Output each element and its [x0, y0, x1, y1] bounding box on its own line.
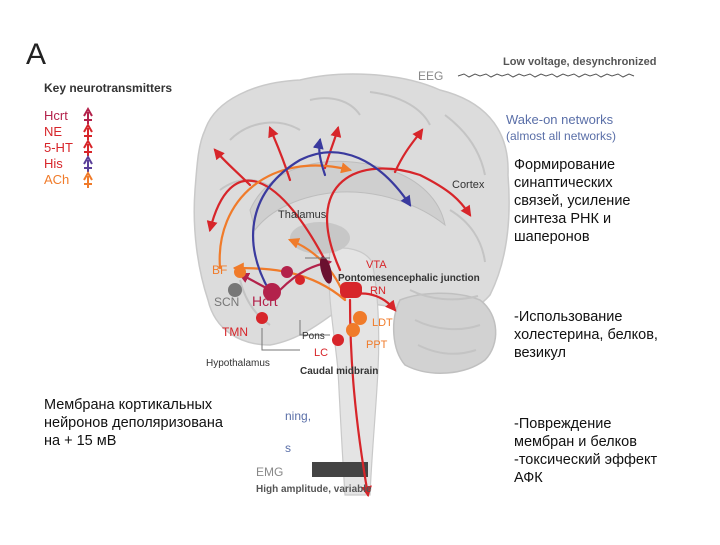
legend-arrow-hcrt — [83, 106, 93, 124]
label-bf: BF — [212, 263, 227, 277]
emg-trace — [312, 462, 368, 477]
wake-networks-title: Wake-on networks — [506, 112, 614, 127]
wake-networks-subtitle: (almost all networks) — [506, 129, 616, 143]
legend-label-ne: NE — [44, 124, 62, 139]
label-tmn: TMN — [222, 325, 248, 339]
brainstem-shape — [328, 247, 380, 496]
arrow-red-front-left — [213, 148, 252, 187]
thalamus-shape — [290, 222, 350, 254]
emg-trace-label: High amplitude, variable — [256, 484, 372, 495]
vta-marker — [319, 256, 333, 284]
panel-letter: A — [26, 38, 46, 71]
arrow-red-up-2 — [323, 125, 342, 170]
eeg-trace-label: Low voltage, desynchronized — [503, 56, 656, 68]
arrow-blue-his — [252, 151, 412, 294]
label-hcrt: Hcrt — [252, 293, 278, 309]
corpus-callosum — [249, 160, 446, 232]
ppt-marker — [346, 323, 360, 337]
annotation-cortical-depolarization: Мембрана кортикальных нейронов деполяриз… — [44, 397, 223, 449]
eeg-label: EEG — [418, 69, 443, 83]
legend-title: Key neurotransmitters — [44, 81, 172, 95]
annotation-membrane-damage: -Повреждение мембран и белков -токсическ… — [514, 416, 658, 486]
nuclei — [228, 256, 367, 346]
label-vta: VTA — [366, 259, 387, 271]
label-pontomesencephalic: Pontomesencephalic junction — [338, 273, 480, 284]
label-caudal-midbrain: Caudal midbrain — [300, 366, 378, 377]
ldt-marker — [353, 311, 367, 325]
hcrt-marker-2 — [281, 266, 293, 278]
rn-marker — [340, 282, 362, 298]
legend-arrow-ach — [83, 170, 93, 188]
cerebellum-shape — [392, 292, 497, 374]
legend-arrow-5ht — [83, 138, 93, 156]
legend-arrow-glyphs — [83, 106, 93, 188]
annotation-cholesterol-use: -Использование холестерина, белков, вези… — [514, 309, 658, 361]
legend-label-hcrt: Hcrt — [44, 108, 68, 123]
arrow-red-up-3 — [393, 128, 424, 174]
label-partial-1: ning, — [285, 409, 311, 423]
legend-label-his: His — [44, 156, 63, 171]
eeg-trace — [457, 73, 635, 78]
legend-arrow-ne — [83, 122, 93, 140]
legend-label-5ht: 5-HT — [44, 140, 73, 155]
bf-marker — [234, 266, 246, 278]
label-rn: RN — [370, 285, 386, 297]
leader-lines — [261, 257, 330, 351]
arrow-red-up-1 — [268, 125, 292, 182]
label-ppt: PPT — [366, 339, 388, 351]
label-ldt: LDT — [372, 317, 393, 329]
scn-marker — [228, 283, 242, 297]
hcrt-marker-1 — [263, 283, 281, 301]
label-partial-2: s — [285, 441, 291, 455]
tmn-marker — [256, 312, 268, 324]
arrow-red-cortex-long — [326, 167, 472, 272]
legend-arrow-his — [83, 154, 93, 172]
arrow-blue-up — [312, 137, 327, 177]
label-scn: SCN — [214, 295, 239, 309]
hcrt-marker-3 — [295, 275, 305, 285]
legend-label-ach: ACh — [44, 172, 69, 187]
lc-marker — [332, 334, 344, 346]
label-pons: Pons — [302, 331, 325, 342]
label-cortex: Cortex — [452, 179, 485, 191]
emg-label: EMG — [256, 465, 283, 479]
label-lc: LC — [314, 347, 328, 359]
annotation-synapse-formation: Формирование синаптических связей, усиле… — [514, 157, 631, 245]
arrow-red-down-spinal — [348, 298, 372, 498]
label-thalamus: Thalamus — [278, 209, 327, 221]
label-hypothalamus: Hypothalamus — [206, 358, 270, 369]
